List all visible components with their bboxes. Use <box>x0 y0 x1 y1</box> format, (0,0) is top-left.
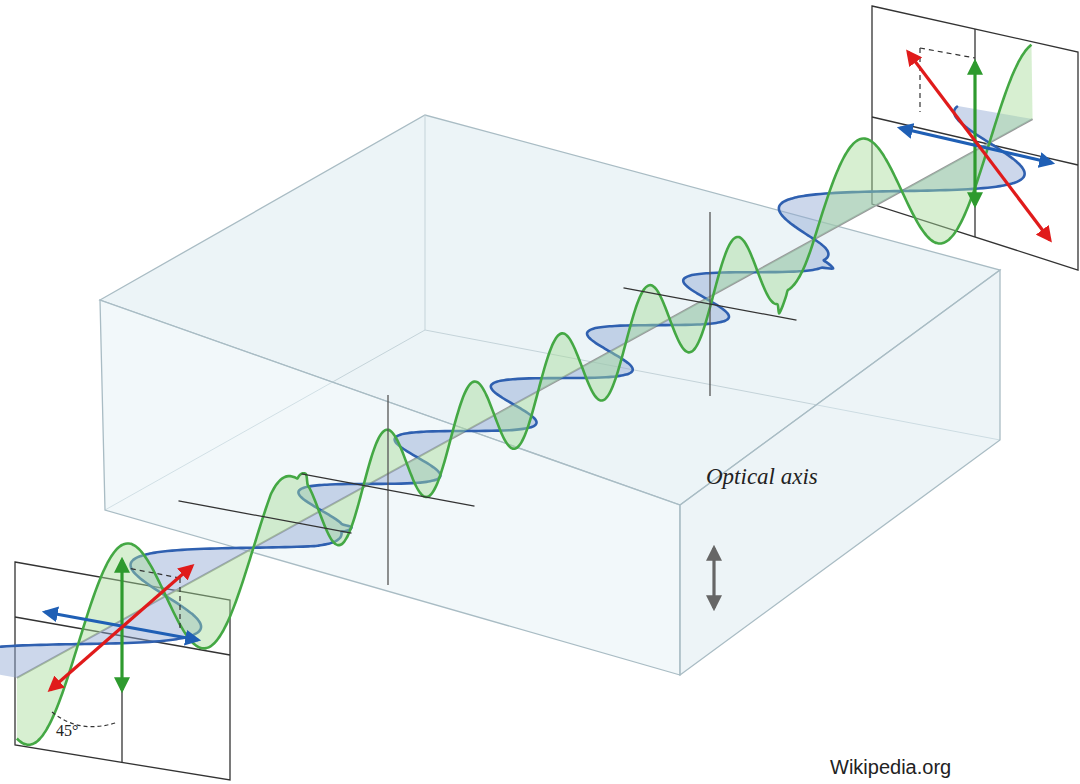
source-credit: Wikipedia.org <box>830 756 951 778</box>
crosshair-line <box>623 288 796 320</box>
output-polarization-panel <box>872 6 1078 270</box>
optical-axis-arrow <box>712 548 715 608</box>
slow-axis-wave-fill <box>17 45 1033 745</box>
vertical-component-arrow <box>973 62 976 205</box>
axis-label: Optical axis <box>706 464 818 489</box>
projection-dash <box>179 578 180 630</box>
horizontal-component-arrow <box>900 128 1052 163</box>
slow-axis-wave <box>17 45 1032 745</box>
output-polarization-arrow <box>908 52 1050 240</box>
projection-dash <box>919 48 920 112</box>
projection-dash <box>122 567 180 578</box>
input-polarization-arrow <box>50 566 192 690</box>
crosshair-line <box>178 501 351 533</box>
panel-divider <box>974 29 975 237</box>
crosshair-line <box>301 474 474 506</box>
angle-label: 45° <box>56 722 78 740</box>
projection-dash <box>920 48 975 58</box>
crystal-hidden-edge <box>425 115 426 330</box>
crystal-side-face <box>680 270 1000 675</box>
